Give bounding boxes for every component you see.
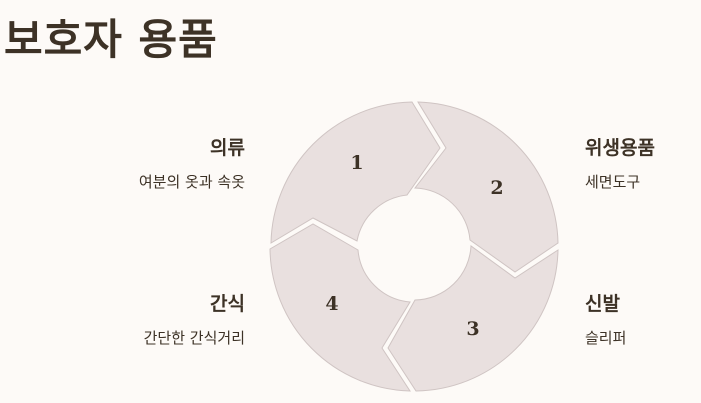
item-4-heading: 간식 <box>210 293 245 315</box>
item-1-description: 여분의 옷과 속옷 <box>138 173 245 191</box>
page-title: 보호자 용품 <box>4 15 218 64</box>
item-1-label: 의류 여분의 옷과 속옷 <box>139 136 245 192</box>
item-1-heading: 의류 <box>210 137 245 159</box>
item-4-label: 간식 간단한 간식거리 <box>144 292 245 348</box>
segment-3-number: 3 <box>466 318 479 340</box>
item-3-heading: 신발 <box>585 293 620 315</box>
segment-2-shape <box>414 101 559 273</box>
item-3-label: 신발 슬리퍼 <box>585 292 626 348</box>
segment-2 <box>414 101 559 273</box>
item-2-label: 위생용품 세면도구 <box>585 136 655 192</box>
item-4-description: 간단한 간식거리 <box>143 329 245 347</box>
segment-2-number: 2 <box>490 177 503 199</box>
item-3-description: 슬리퍼 <box>585 329 627 347</box>
segment-3 <box>387 245 559 392</box>
segment-4 <box>269 223 411 392</box>
segment-4-shape <box>269 223 411 392</box>
segment-3-shape <box>387 245 559 392</box>
item-2-heading: 위생용품 <box>585 137 655 159</box>
segment-4-number: 4 <box>325 293 338 315</box>
segment-1-number: 1 <box>350 152 363 174</box>
segment-1 <box>270 101 441 244</box>
segment-1-shape <box>270 101 441 244</box>
item-2-description: 세면도구 <box>585 173 641 191</box>
